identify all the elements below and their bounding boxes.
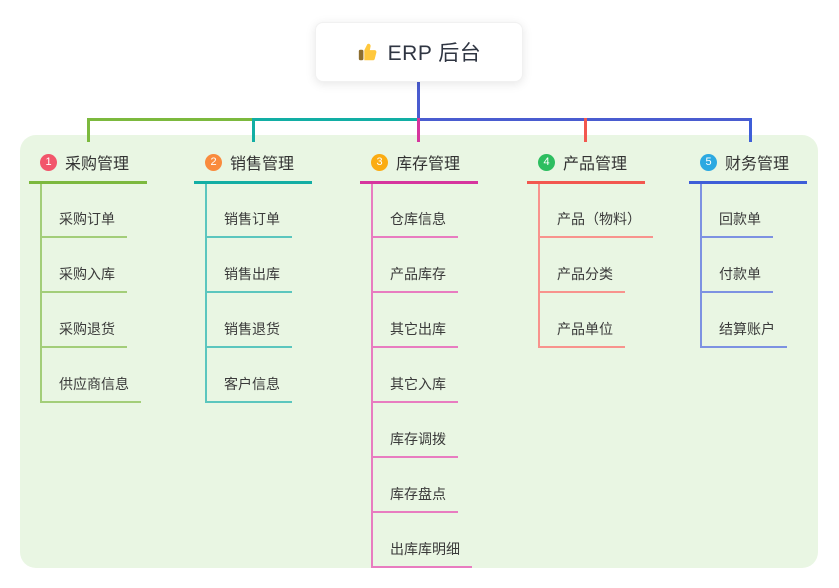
child-node-label: 供应商信息: [42, 374, 141, 403]
branch-children: 产品（物料） 产品分类 产品单位: [538, 184, 653, 348]
child-node[interactable]: 销售订单: [207, 184, 292, 238]
drop-line-branch-5: [749, 118, 752, 142]
child-node[interactable]: 产品单位: [540, 293, 653, 348]
branches-background-panel: [20, 135, 818, 568]
branch-label: 产品管理: [563, 156, 628, 173]
child-node-label: 其它出库: [373, 319, 458, 348]
branch-node[interactable]: 2 销售管理: [194, 148, 312, 184]
branch-children: 仓库信息 产品库存 其它出库 其它入库 库存调拨 库存盘点 出库库明细: [371, 184, 472, 568]
child-node[interactable]: 采购订单: [42, 184, 141, 238]
child-node-label: 库存调拨: [373, 429, 458, 458]
bus-segment-middle: [252, 118, 419, 121]
branch-column-2: 2 销售管理 销售订单 销售出库 销售退货 客户信息: [194, 148, 354, 403]
child-node-label: 销售出库: [207, 264, 292, 293]
branch-number-badge: 5: [700, 153, 717, 171]
child-node-label: 回款单: [702, 209, 773, 238]
child-node-label: 采购入库: [42, 264, 127, 293]
branch-node[interactable]: 4 产品管理: [527, 148, 645, 184]
child-node-label: 产品库存: [373, 264, 458, 293]
child-node-label: 仓库信息: [373, 209, 458, 238]
branch-label: 财务管理: [725, 156, 790, 173]
branch-number-badge: 2: [205, 153, 222, 171]
drop-line-branch-4: [584, 118, 587, 142]
branch-label: 采购管理: [65, 156, 130, 173]
branch-node[interactable]: 1 采购管理: [29, 148, 147, 184]
child-node[interactable]: 回款单: [702, 184, 787, 238]
child-node-label: 销售退货: [207, 319, 292, 348]
child-node-label: 产品（物料）: [540, 209, 653, 238]
child-node-label: 产品单位: [540, 319, 625, 348]
branch-column-5: 5 财务管理 回款单 付款单 结算账户: [689, 148, 839, 348]
branch-label: 销售管理: [230, 156, 295, 173]
child-node[interactable]: 客户信息: [207, 348, 292, 403]
child-node[interactable]: 产品库存: [373, 238, 472, 293]
branch-children: 回款单 付款单 结算账户: [700, 184, 787, 348]
root-node-erp[interactable]: ERP 后台: [315, 22, 523, 82]
drop-line-branch-2: [252, 118, 255, 142]
child-node-label: 客户信息: [207, 374, 292, 403]
child-node[interactable]: 产品分类: [540, 238, 653, 293]
branch-column-1: 1 采购管理 采购订单 采购入库 采购退货 供应商信息: [29, 148, 189, 403]
child-node[interactable]: 产品（物料）: [540, 184, 653, 238]
root-node-label: ERP 后台: [387, 42, 482, 65]
child-node[interactable]: 供应商信息: [42, 348, 141, 403]
child-node[interactable]: 销售出库: [207, 238, 292, 293]
drop-line-branch-1: [87, 118, 90, 142]
branch-label: 库存管理: [396, 156, 461, 173]
child-node-label: 产品分类: [540, 264, 625, 293]
branch-children: 销售订单 销售出库 销售退货 客户信息: [205, 184, 292, 403]
child-node-label: 付款单: [702, 264, 773, 293]
child-node[interactable]: 仓库信息: [373, 184, 472, 238]
child-node[interactable]: 其它入库: [373, 348, 472, 403]
child-node[interactable]: 采购入库: [42, 238, 141, 293]
branch-column-4: 4 产品管理 产品（物料） 产品分类 产品单位: [527, 148, 687, 348]
drop-line-branch-3: [417, 118, 420, 142]
thumbs-up-icon: [357, 41, 379, 63]
branch-children: 采购订单 采购入库 采购退货 供应商信息: [40, 184, 141, 403]
child-node[interactable]: 其它出库: [373, 293, 472, 348]
child-node-label: 库存盘点: [373, 484, 458, 513]
branch-node[interactable]: 3 库存管理: [360, 148, 478, 184]
child-node[interactable]: 采购退货: [42, 293, 141, 348]
root-connector-line: [417, 82, 420, 120]
bus-segment-left: [87, 118, 255, 121]
child-node-label: 出库库明细: [373, 539, 472, 568]
child-node-label: 销售订单: [207, 209, 292, 238]
branch-number-badge: 1: [40, 153, 57, 171]
child-node[interactable]: 库存调拨: [373, 403, 472, 458]
branch-number-badge: 3: [371, 153, 388, 171]
child-node[interactable]: 出库库明细: [373, 513, 472, 568]
child-node[interactable]: 销售退货: [207, 293, 292, 348]
child-node-label: 其它入库: [373, 374, 458, 403]
child-node[interactable]: 库存盘点: [373, 458, 472, 513]
branch-node[interactable]: 5 财务管理: [689, 148, 807, 184]
child-node[interactable]: 付款单: [702, 238, 787, 293]
branch-number-badge: 4: [538, 153, 555, 171]
child-node[interactable]: 结算账户: [702, 293, 787, 348]
child-node-label: 采购订单: [42, 209, 127, 238]
child-node-label: 结算账户: [702, 319, 787, 348]
branch-column-3: 3 库存管理 仓库信息 产品库存 其它出库 其它入库 库存调拨 库存盘点 出库库…: [360, 148, 520, 568]
child-node-label: 采购退货: [42, 319, 127, 348]
